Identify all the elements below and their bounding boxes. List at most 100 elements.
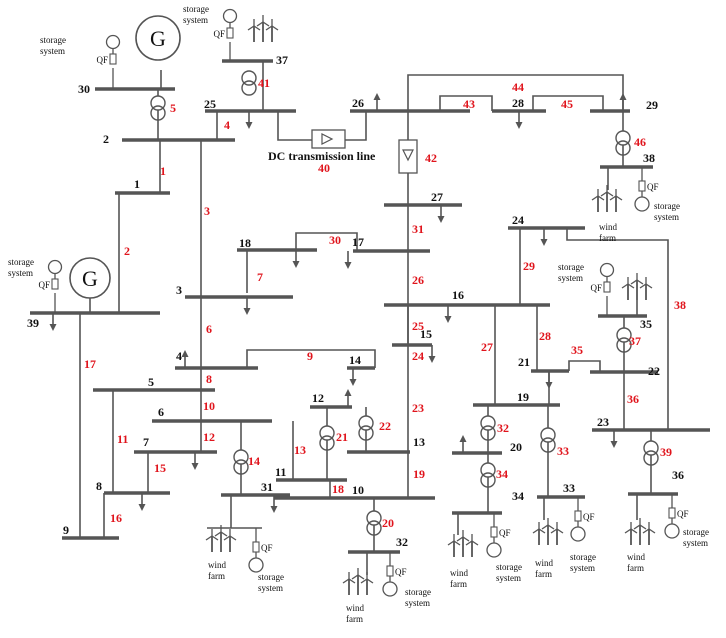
storage-caption: system xyxy=(183,15,208,25)
load-arrow-icon xyxy=(515,111,523,129)
wind-caption: wind xyxy=(599,222,618,232)
line-label-12: 12 xyxy=(203,430,215,444)
line-label-9: 9 xyxy=(307,349,313,363)
dc-converter-box xyxy=(311,129,346,149)
wind-caption: farm xyxy=(599,233,616,243)
wind-turbine-icon xyxy=(342,568,374,595)
wind-caption: wind xyxy=(535,558,554,568)
breaker-label: QF xyxy=(677,509,689,519)
storage-caption: storage xyxy=(683,527,709,537)
line-label-45: 45 xyxy=(561,97,573,111)
dc-converter-box-2 xyxy=(398,139,418,174)
wind-turbine-icon xyxy=(591,185,623,212)
bus-label-29: 29 xyxy=(646,98,658,112)
line-35 xyxy=(568,360,601,372)
line-label-18: 18 xyxy=(332,482,344,496)
storage-caption: storage xyxy=(570,552,596,562)
line-label-37: 37 xyxy=(629,334,641,348)
breaker-label: QF xyxy=(38,280,50,290)
load-arrow-icon xyxy=(245,111,253,129)
bus-label-6: 6 xyxy=(158,405,164,419)
transformer-icon xyxy=(540,427,556,453)
load-arrow-icon xyxy=(344,389,352,407)
bus-label-17: 17 xyxy=(352,235,364,249)
load-arrow-icon xyxy=(181,350,189,368)
bus-label-28: 28 xyxy=(512,96,524,110)
line-label-43: 43 xyxy=(463,97,475,111)
transformer-icon xyxy=(241,70,257,96)
transformer-icon xyxy=(643,440,659,466)
breaker-label: QF xyxy=(583,512,595,522)
bus-label-5: 5 xyxy=(148,375,154,389)
bus-label-8: 8 xyxy=(96,479,102,493)
load-arrow-icon xyxy=(619,93,627,111)
bus-label-27: 27 xyxy=(431,190,443,204)
bus-label-13: 13 xyxy=(413,435,425,449)
line-label-31: 31 xyxy=(412,222,424,236)
bus-label-14: 14 xyxy=(349,353,361,367)
wind-caption: farm xyxy=(535,569,552,579)
line-label-23: 23 xyxy=(412,401,424,415)
line-label-14: 14 xyxy=(248,454,260,468)
line-label-5: 5 xyxy=(170,101,176,115)
breaker-label: QF xyxy=(213,29,225,39)
wind-caption: farm xyxy=(346,614,363,624)
transformer-icon xyxy=(480,415,496,441)
transformer-icon xyxy=(366,510,382,536)
storage-caption: storage xyxy=(183,4,209,14)
storage-system-icon: QF xyxy=(570,497,595,542)
wind-turbine-icon xyxy=(247,15,279,42)
line-label-30: 30 xyxy=(329,233,341,247)
load-arrow-icon xyxy=(437,205,445,223)
storage-system-icon: QF xyxy=(382,552,407,597)
bus-label-2: 2 xyxy=(103,132,109,146)
load-arrow-icon xyxy=(191,452,199,470)
line-label-26: 26 xyxy=(412,273,424,287)
line-label-29: 29 xyxy=(523,259,535,273)
bus-label-21: 21 xyxy=(518,355,530,369)
bus-label-23: 23 xyxy=(597,415,609,429)
transformer-icon xyxy=(150,95,166,121)
bus-label-22: 22 xyxy=(648,364,660,378)
storage-caption: system xyxy=(570,563,595,573)
storage-system-icon: QF xyxy=(213,8,238,61)
bus-label-24: 24 xyxy=(512,213,524,227)
wind-caption: wind xyxy=(450,568,469,578)
line-label-21: 21 xyxy=(336,430,348,444)
line-label-34: 34 xyxy=(496,467,508,481)
storage-caption: system xyxy=(258,583,283,593)
line-label-7: 7 xyxy=(257,270,263,284)
load-arrow-icon xyxy=(49,313,57,331)
line-label-16: 16 xyxy=(110,511,122,525)
breaker-label: QF xyxy=(395,567,407,577)
line-label-3: 3 xyxy=(204,204,210,218)
line-label-38: 38 xyxy=(674,298,686,312)
bus-label-30: 30 xyxy=(78,82,90,96)
load-arrow-icon xyxy=(545,371,553,389)
bus-label-4: 4 xyxy=(176,349,182,363)
line-label-15: 15 xyxy=(154,461,166,475)
line-label-19: 19 xyxy=(413,467,425,481)
storage-system-icon: QF xyxy=(486,513,511,558)
bus-label-26: 26 xyxy=(352,96,364,110)
wind-caption: farm xyxy=(450,579,467,589)
storage-caption: storage xyxy=(258,572,284,582)
line-label-1: 1 xyxy=(160,164,166,178)
line-label-27: 27 xyxy=(481,340,493,354)
labels: storagesystemstoragesystemstoragesystems… xyxy=(8,4,709,624)
storage-system-icon: QF xyxy=(664,494,689,539)
line-label-11: 11 xyxy=(117,432,128,446)
diode-icon xyxy=(402,149,414,162)
bus-label-34: 34 xyxy=(512,489,524,503)
line-label-20: 20 xyxy=(382,516,394,530)
line-label-46: 46 xyxy=(634,135,646,149)
storage-system-icon: QF xyxy=(38,259,63,313)
line-label-44: 44 xyxy=(512,80,524,94)
storage-caption: system xyxy=(496,573,521,583)
storage-caption: storage xyxy=(40,35,66,45)
load-arrow-icon xyxy=(540,228,548,246)
bus-label-10: 10 xyxy=(352,483,364,497)
storage-caption: storage xyxy=(405,587,431,597)
